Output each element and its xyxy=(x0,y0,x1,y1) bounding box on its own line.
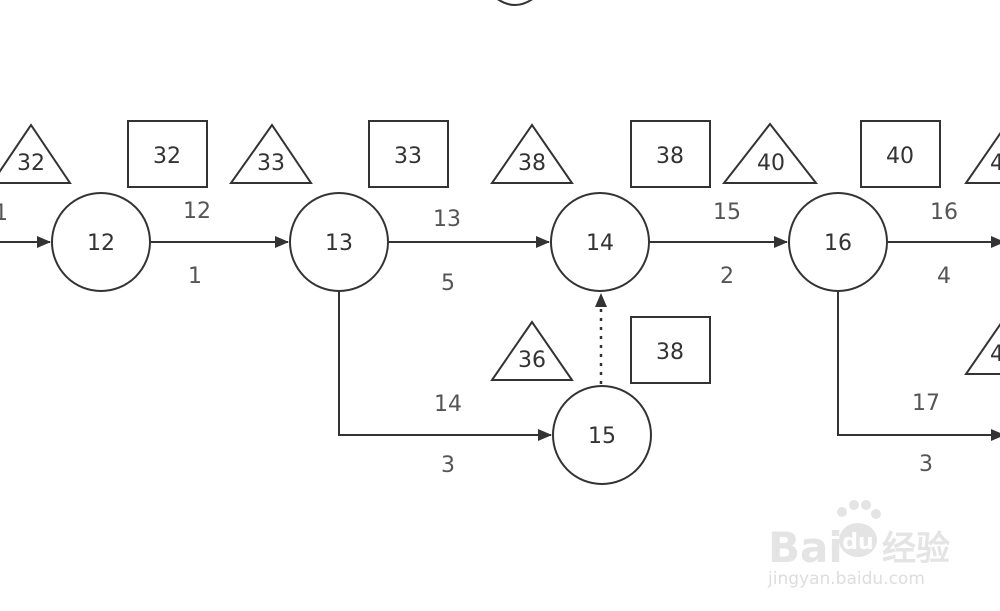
box-33: 33 xyxy=(368,120,449,188)
svg-text:16: 16 xyxy=(824,231,852,256)
svg-text:13: 13 xyxy=(325,231,353,256)
svg-text:32: 32 xyxy=(17,151,45,176)
edge-label-16-weight: 4 xyxy=(937,264,951,289)
edge-13-15 xyxy=(338,292,552,441)
watermark-url: jingyan.baidu.com xyxy=(767,569,925,589)
baidu-jingyan-watermark: Bai du 经验 jingyan.baidu.com xyxy=(767,500,950,589)
svg-text:33: 33 xyxy=(394,144,422,169)
edges-layer xyxy=(0,236,1000,441)
svg-text:33: 33 xyxy=(257,151,285,176)
edge-label-15-duration: 15 xyxy=(713,200,741,225)
top-partial-shape xyxy=(497,0,533,6)
triangle-partial-bottom-right: 4 xyxy=(964,322,1000,375)
box-40: 40 xyxy=(860,120,941,188)
svg-text:40: 40 xyxy=(757,151,785,176)
node-12: 12 xyxy=(51,192,151,292)
triangle-38: 38 xyxy=(490,123,574,184)
edge-label-12-duration: 12 xyxy=(183,199,211,224)
triangle-40: 40 xyxy=(721,122,819,184)
svg-text:12: 12 xyxy=(87,231,115,256)
triangle-36: 36 xyxy=(490,320,574,381)
edge-labels-layer: 1 12 1 13 5 14 3 15 2 16 4 17 3 xyxy=(0,199,958,478)
triangles-layer: 32 33 38 40 36 4 4 xyxy=(0,122,1000,381)
svg-text:40: 40 xyxy=(886,144,914,169)
node-15: 15 xyxy=(552,385,652,485)
triangle-33: 33 xyxy=(229,123,313,184)
watermark-paw-text: du xyxy=(842,530,873,555)
svg-text:38: 38 xyxy=(656,340,684,365)
edge-label-left-partial: 1 xyxy=(0,201,8,226)
node-16: 16 xyxy=(788,192,888,292)
box-38: 38 xyxy=(630,120,711,188)
svg-text:4: 4 xyxy=(990,151,1000,176)
svg-text:14: 14 xyxy=(586,231,614,256)
edge-label-17-weight: 3 xyxy=(919,452,933,477)
watermark-cn: 经验 xyxy=(882,529,950,569)
edge-label-14-duration: 14 xyxy=(434,392,462,417)
edge-label-14-weight: 3 xyxy=(441,453,455,478)
edge-label-16-duration: 16 xyxy=(930,200,958,225)
triangle-32: 32 xyxy=(0,123,72,184)
node-13: 13 xyxy=(289,192,389,292)
box-32: 32 xyxy=(127,120,208,188)
svg-text:36: 36 xyxy=(518,348,546,373)
box-38-lower: 38 xyxy=(630,316,711,384)
edge-label-15-weight: 2 xyxy=(720,264,734,289)
watermark-brand: Bai xyxy=(768,523,843,572)
nodes-layer: 12 13 14 15 16 xyxy=(51,192,888,485)
edge-label-17-duration: 17 xyxy=(912,391,940,416)
edge-label-13-duration: 13 xyxy=(433,207,461,232)
paw-icon: du xyxy=(837,500,881,557)
svg-text:4: 4 xyxy=(990,342,1000,367)
node-14: 14 xyxy=(550,192,650,292)
edge-label-13-weight: 5 xyxy=(441,271,455,296)
boxes-layer: 32 33 38 40 38 xyxy=(127,120,941,384)
svg-text:15: 15 xyxy=(588,424,616,449)
edge-16-down-out xyxy=(837,292,1000,441)
svg-text:32: 32 xyxy=(153,144,181,169)
edge-label-12-weight: 1 xyxy=(188,264,202,289)
svg-text:38: 38 xyxy=(518,151,546,176)
triangle-partial-top-right: 4 xyxy=(964,131,1000,184)
svg-text:38: 38 xyxy=(656,144,684,169)
